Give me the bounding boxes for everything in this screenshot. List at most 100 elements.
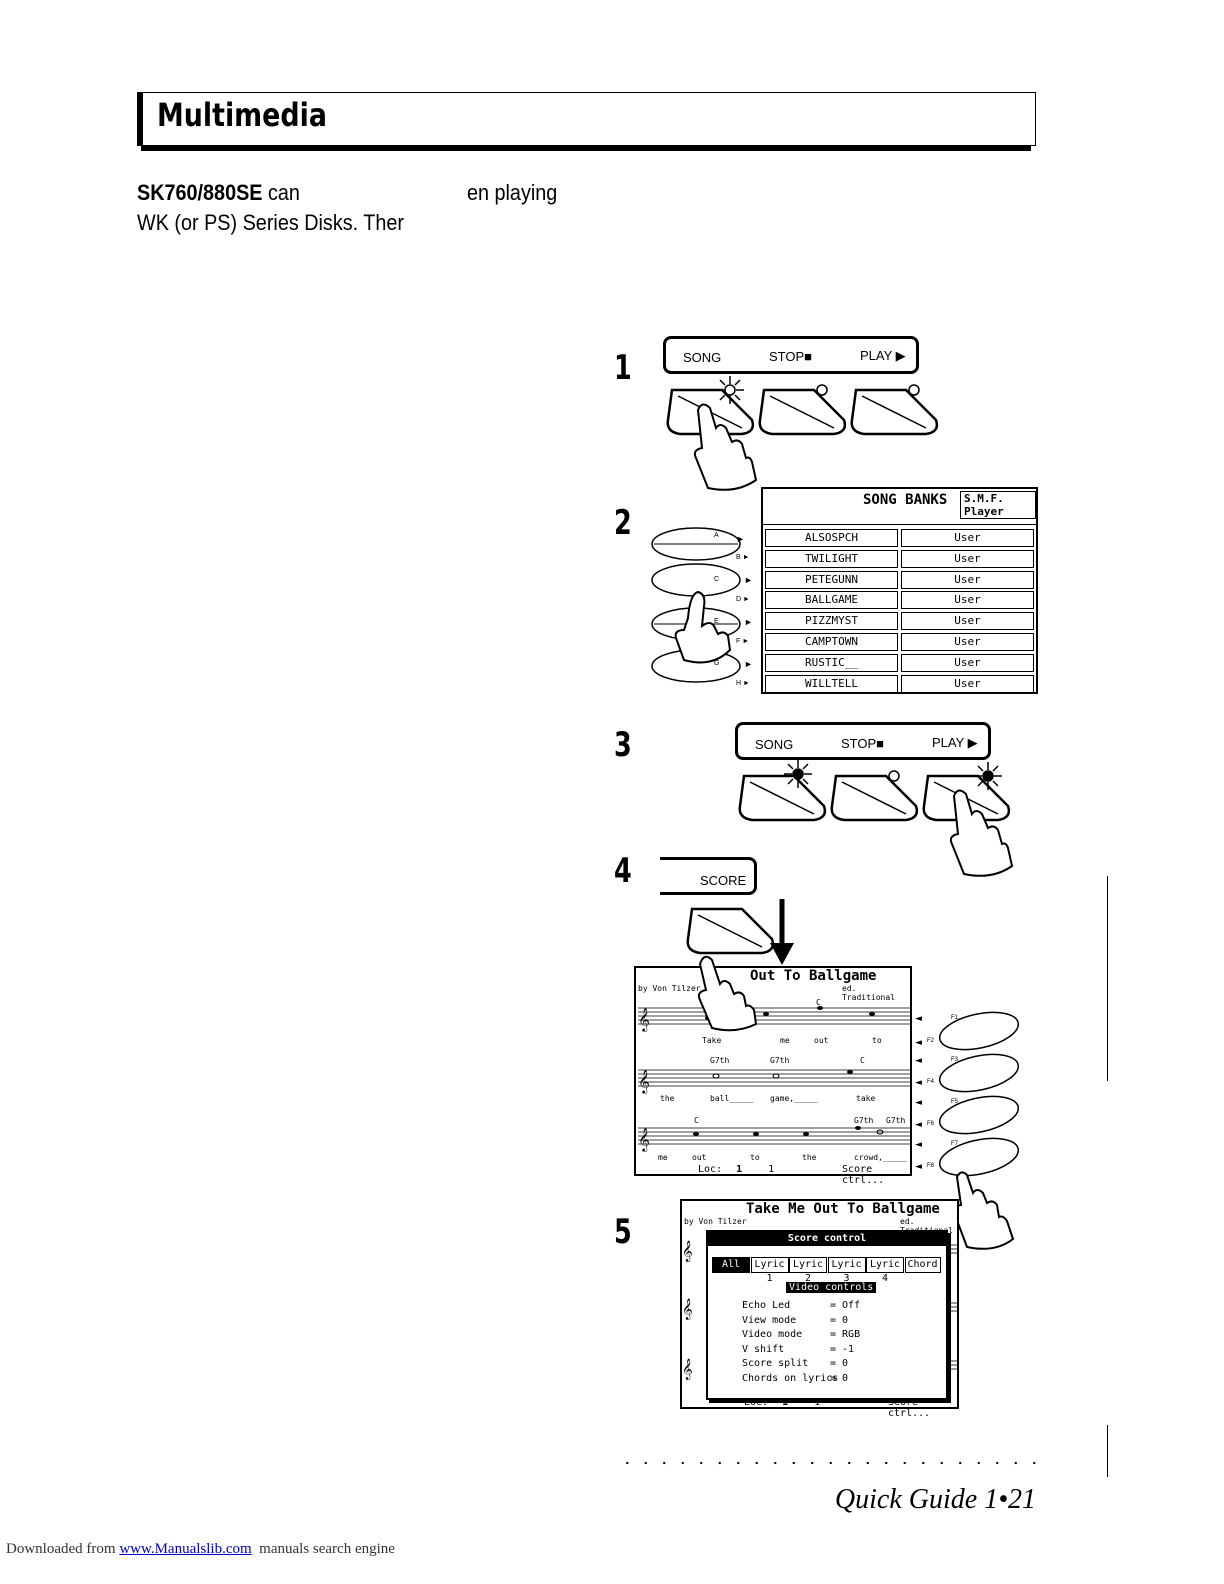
bank-selector-buttons [651,527,741,683]
section-video-controls: Video controls [786,1282,877,1293]
chord-6: C [694,1116,699,1125]
score-menu: Score ctrl... [842,1164,885,1186]
score-button-area [686,899,794,965]
setting-label: Echo Led [742,1300,791,1311]
header-box [137,92,1036,146]
bank-row-name[interactable]: TWILIGHT [765,549,898,568]
bank-row-name[interactable]: ALSOSPCH [765,529,898,547]
sc-loc-beat: 1 [814,1397,821,1408]
treble-clef-icon: 𝄞 [682,1359,693,1380]
play-label: PLAY ▶ [860,348,906,364]
intro-line-2: WK (or PS) Series Disks. Ther [137,210,404,235]
bank-row-name[interactable]: PETEGUNN [765,570,898,589]
f2-label: F2 [927,1038,935,1044]
tab-lyric-3[interactable]: Lyric 3 [827,1257,866,1284]
score-author: by Von Tilzer [638,984,701,993]
setting-value[interactable]: = Off [830,1300,861,1311]
bank-row-type: User [901,529,1034,547]
setting-value[interactable]: = -1 [830,1343,855,1355]
stop-led-icon [816,384,828,396]
transport-panel-1: SONG STOP■ PLAY ▶ [663,336,919,374]
bank-label-c: C [714,576,720,583]
f6-label: F6 [927,1121,935,1127]
bank-label-e: E [714,618,719,625]
bank-row-name[interactable]: CAMPTOWN [765,633,898,651]
manualslib-link[interactable]: www.Manualslib.com [119,1541,252,1557]
margin-rule [1107,1425,1108,1477]
display-divider [763,524,1036,525]
lyric-2-4: take [856,1094,876,1103]
hand-pointer-icon [697,955,758,1032]
arrow-icon: ◄ [915,1098,922,1108]
bank-label-b: B ► [736,554,750,561]
f5-label: F5 [951,1099,959,1105]
intro-text-a: can [268,180,300,205]
f7-label: F7 [951,1141,959,1147]
setting-value[interactable]: = RGB [830,1329,861,1341]
dotted-rule [618,1460,1038,1466]
margin-rule [1107,876,1108,1081]
transport-panel-3: SONG STOP■ PLAY ▶ [735,722,991,760]
bank-row-type: User [901,674,1034,693]
lyric-3-1: me [658,1153,668,1162]
chord-2: C [816,998,821,1007]
stop-led-icon [888,770,900,782]
stop-icon: ■ [876,736,885,751]
transport-buttons-3 [738,760,1014,877]
treble-clef-icon: 𝄞 [638,1127,650,1152]
tab-chord[interactable]: Chord [904,1257,941,1273]
lyric-2-2: ball_____ [710,1094,754,1103]
lyric-1-2: me [780,1036,790,1045]
smf-player-tag: S.M.F. Player [960,491,1036,519]
tab-lyric-1[interactable]: Lyric 1 [750,1257,789,1284]
bank-label-d: D ► [736,596,750,603]
score-editor: ed. Traditional [842,984,895,1002]
sc-menu: Score ctrl... [888,1397,931,1419]
bank-label-g: G [714,660,720,667]
transport-buttons-1 [666,376,939,491]
setting-value[interactable]: = 0 [830,1373,849,1384]
play-text: PLAY [932,735,965,750]
loc-bar: 1 [736,1164,743,1175]
treble-clef-icon: 𝄞 [682,1299,693,1320]
bank-row-type: User [901,549,1034,568]
intro-text-b: en playing [467,180,558,205]
play-icon: ▶ [895,348,906,363]
page-title: Multimedia [157,96,327,134]
bank-row-name[interactable]: PIZZMYST [765,612,898,631]
setting-value[interactable]: = 0 [830,1314,849,1326]
loc-label: Loc: [698,1164,723,1175]
step-2: 2 [614,503,632,543]
bank-label-f-text: F [736,638,741,645]
setting-label: View mode [742,1314,797,1326]
song-banks-title: SONG BANKS [863,492,948,508]
tab-lyric-2[interactable]: Lyric 2 [789,1257,827,1284]
song-led-lit-icon [792,768,804,780]
lyric-2-1: the [660,1094,675,1103]
hand-on-score-button [697,955,758,1032]
lyric-1-4: to [872,1036,882,1045]
bank-row-name[interactable]: WILLTELL [765,674,898,693]
bank-row-type: User [901,612,1034,631]
tab-lyric-4[interactable]: Lyric 4 [866,1257,904,1284]
hand-pointer-icon [693,403,758,491]
play-text: PLAY [860,348,893,363]
tab-all[interactable]: All [712,1257,750,1273]
bank-row-name[interactable]: BALLGAME [765,591,898,610]
stop-icon: ■ [804,349,813,364]
sc-bg-staff: 𝄞 𝄞 𝄞 [682,1241,957,1380]
score-panel: SCORE [660,857,757,895]
score-label: SCORE [700,873,747,888]
chord-7: G7th [854,1116,874,1125]
treble-clef-icon: 𝄞 [638,1007,650,1032]
bank-row-name[interactable]: RUSTIC__ [765,653,898,672]
score-display: Out To Ballgame by Von Tilzer ed. Tradit… [634,966,912,1186]
bank-row-type: User [901,633,1034,651]
setting-value[interactable]: = 0 [830,1358,849,1370]
arrow-icon: ◄ [915,1056,922,1066]
score-control-display: Take Me Out To Ballgame by Von Tilzer ed… [680,1199,959,1419]
stop-text: STOP [841,736,877,751]
bank-label-d-text: D [736,596,742,603]
step-4: 4 [614,851,632,891]
